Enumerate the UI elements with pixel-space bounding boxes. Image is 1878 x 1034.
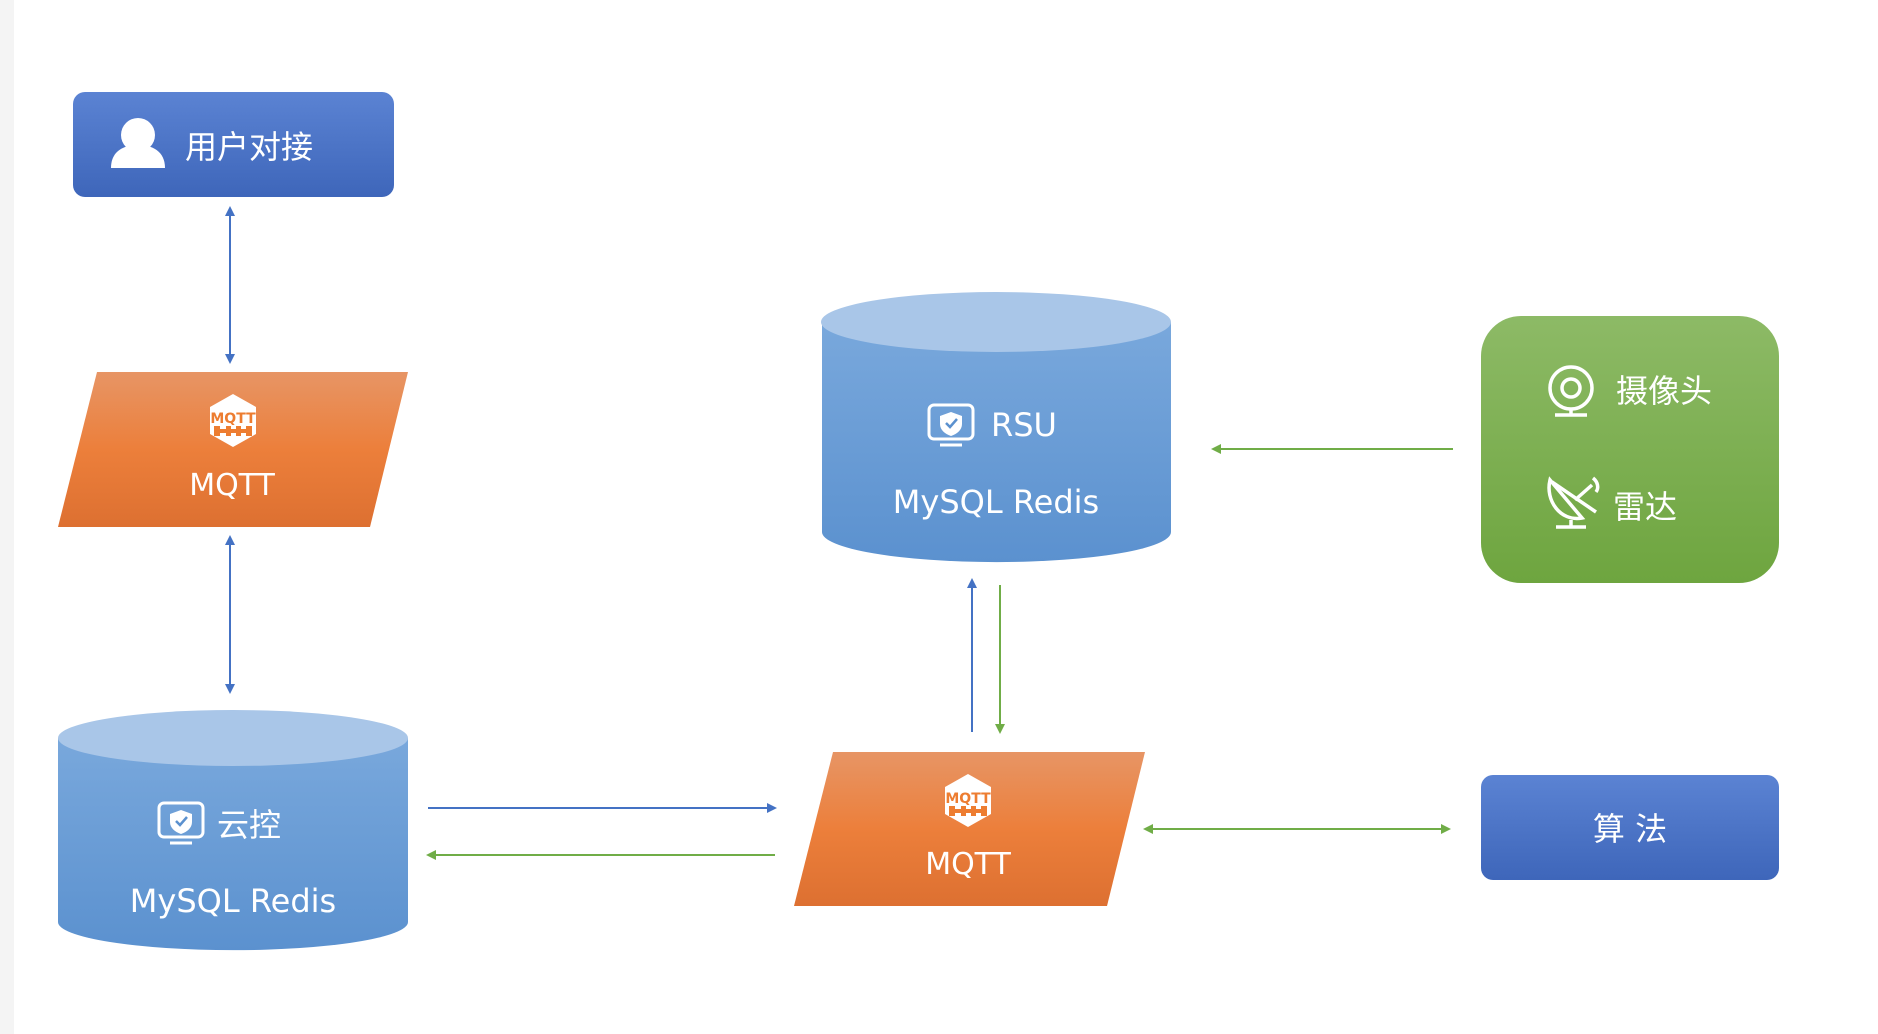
algorithm-node: 算 法 xyxy=(1481,775,1779,880)
cloud-db-node: 云控 MySQL Redis xyxy=(58,710,408,951)
camera-label: 摄像头 xyxy=(1616,372,1712,410)
sensors-node: 摄像头 雷达 xyxy=(1481,316,1779,583)
mqtt-top-node: MQTT MQTT xyxy=(58,372,408,527)
mqtt-mid-label: MQTT xyxy=(925,847,1011,882)
user-label: 用户对接 xyxy=(185,128,313,166)
webcam-icon xyxy=(1548,365,1594,417)
user-node: 用户对接 xyxy=(73,92,394,197)
rsu-db-title: RSU xyxy=(991,406,1057,444)
mqtt-icon: MQTT xyxy=(210,394,256,447)
mqtt-mid-node: MQTT MQTT xyxy=(794,752,1145,906)
shield-monitor-icon xyxy=(927,403,975,447)
mqtt-icon-text: MQTT xyxy=(945,791,991,807)
radar-label: 雷达 xyxy=(1613,488,1677,526)
radar-dish-icon xyxy=(1547,476,1600,529)
mqtt-icon: MQTT xyxy=(945,774,991,827)
connectors xyxy=(225,206,1453,860)
mqtt-top-label: MQTT xyxy=(189,468,275,503)
shield-monitor-icon xyxy=(157,801,205,845)
page-margin xyxy=(0,0,14,1034)
rsu-db-node: RSU MySQL Redis xyxy=(821,292,1171,563)
algorithm-label: 算 法 xyxy=(1593,810,1667,848)
cloud-db-subtitle: MySQL Redis xyxy=(130,882,336,920)
user-icon xyxy=(111,118,165,168)
mqtt-icon-text: MQTT xyxy=(210,411,256,427)
cloud-db-title: 云控 xyxy=(217,806,281,844)
rsu-db-subtitle: MySQL Redis xyxy=(893,483,1099,521)
